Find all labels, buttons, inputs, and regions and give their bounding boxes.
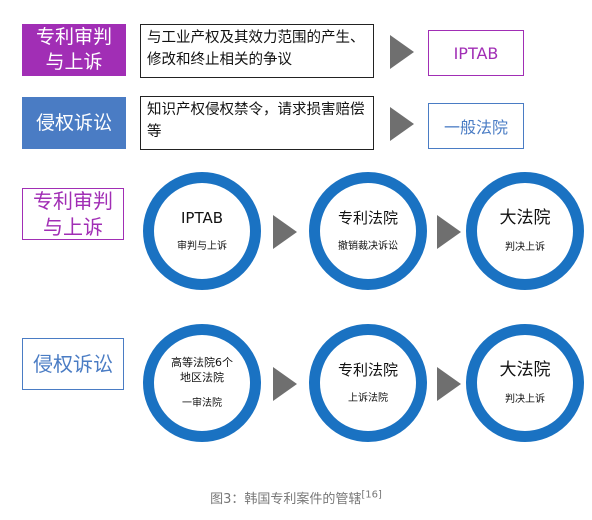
- figure-caption: 图3：韩国专利案件的管辖[16]: [0, 488, 592, 507]
- circle-subtitle: 审判与上诉: [177, 240, 227, 252]
- flow2-circle-2: 专利法院 上诉法院: [309, 324, 427, 442]
- infringement-label: 侵权诉讼: [22, 97, 126, 149]
- caption-reference: [16]: [361, 489, 382, 501]
- circle-title: 专利法院: [337, 208, 398, 227]
- patent-appeal-result: IPTAB: [428, 30, 524, 76]
- flow1-circle-2: 专利法院 撤销裁决诉讼: [309, 172, 427, 290]
- patent-appeal-label: 专利审判 与上诉: [22, 24, 126, 76]
- flow2-circle-1: 高等法院6个 地区法院 一审法院: [143, 324, 261, 442]
- flow2-circle-3: 大法院 判决上诉: [466, 324, 584, 442]
- arrow-right-icon: [273, 367, 297, 401]
- infringement-description: 知识产权侵权禁令，请求损害赔偿等: [140, 96, 374, 150]
- circle-subtitle: 一审法院: [182, 398, 222, 409]
- circle-title: 专利法院: [337, 360, 398, 379]
- circle-subtitle: 撤销裁决诉讼: [338, 240, 398, 252]
- flow-patent-appeal-label: 专利审判 与上诉: [22, 188, 124, 240]
- circle-subtitle: 判决上诉: [505, 394, 545, 405]
- circle-title: 大法院: [499, 360, 551, 380]
- circle-title: IPTAB: [180, 208, 224, 227]
- arrow-right-icon: [390, 107, 414, 141]
- flow1-circle-3: 大法院 判决上诉: [466, 172, 584, 290]
- arrow-right-icon: [273, 215, 297, 249]
- circle-title: 高等法院6个 地区法院: [171, 356, 233, 384]
- flow-infringement-label: 侵权诉讼: [22, 338, 124, 390]
- infringement-result: 一般法院: [428, 103, 524, 149]
- arrow-right-icon: [437, 367, 461, 401]
- flow1-circle-1: IPTAB 审判与上诉: [143, 172, 261, 290]
- circle-subtitle: 判决上诉: [505, 242, 545, 253]
- patent-appeal-description: 与工业产权及其效力范围的产生、修改和终止相关的争议: [140, 24, 374, 78]
- circle-subtitle: 上诉法院: [348, 392, 388, 404]
- arrow-right-icon: [437, 215, 461, 249]
- circle-title: 大法院: [499, 208, 551, 228]
- arrow-right-icon: [390, 35, 414, 69]
- caption-text: 图3：韩国专利案件的管辖: [210, 492, 362, 507]
